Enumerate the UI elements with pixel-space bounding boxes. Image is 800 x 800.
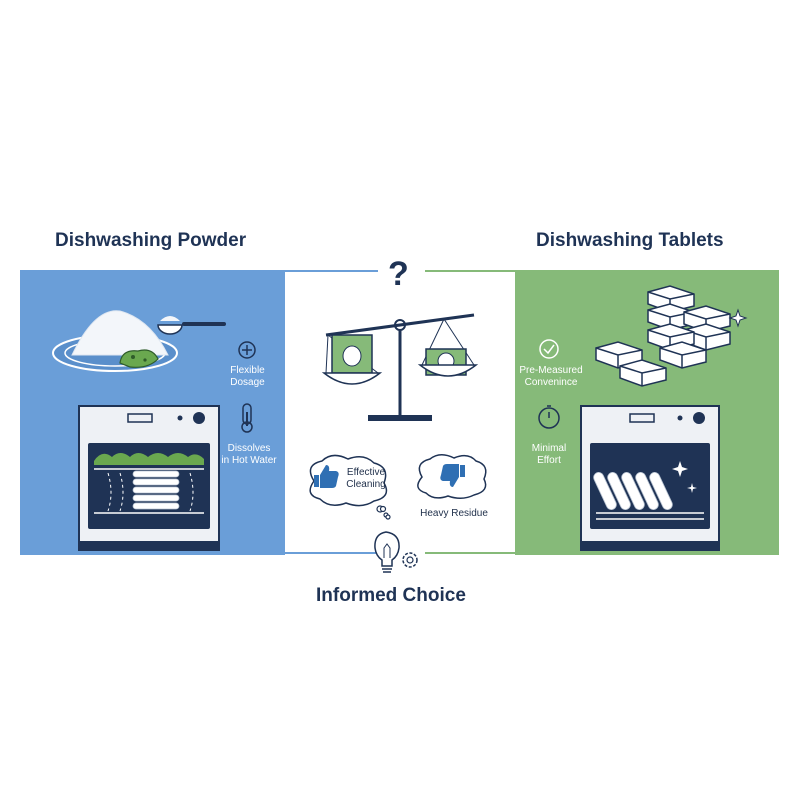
pre-measured-convenience-label: Pre-Measured Convenince <box>519 365 583 388</box>
tablets-dishwasher <box>580 405 720 551</box>
tablets-stack-illustration <box>595 285 748 387</box>
thumbs-down-icon <box>440 464 465 487</box>
con-thought-bubble <box>417 454 487 499</box>
lightbulb-gear-icon <box>374 531 418 573</box>
question-mark: ? <box>388 255 409 293</box>
thumbs-up-icon <box>314 465 339 488</box>
dissolves-hot-water-label: Dissolves in Hot Water <box>221 443 277 466</box>
powder-dishwasher <box>78 405 220 551</box>
bubble-trail-dots <box>379 505 391 520</box>
effective-cleaning-label: Effective Cleaning <box>346 467 386 490</box>
check-circle-icon <box>539 339 559 359</box>
powder-title: Dishwashing Powder <box>55 230 247 251</box>
balance-scale-illustration <box>321 313 479 421</box>
plus-circle-icon <box>238 341 256 359</box>
flexible-dosage-label: Flexible Dosage <box>230 365 265 388</box>
powder-pile-illustration <box>52 310 226 372</box>
tablets-title: Dishwashing Tablets <box>536 230 724 251</box>
thermometer-icon <box>241 403 253 433</box>
heavy-residue-label: Heavy Residue <box>420 508 488 519</box>
stopwatch-icon <box>538 405 560 429</box>
minimal-effort-label: Minimal Effort <box>531 443 567 466</box>
informed-choice-title: Informed Choice <box>316 585 466 606</box>
